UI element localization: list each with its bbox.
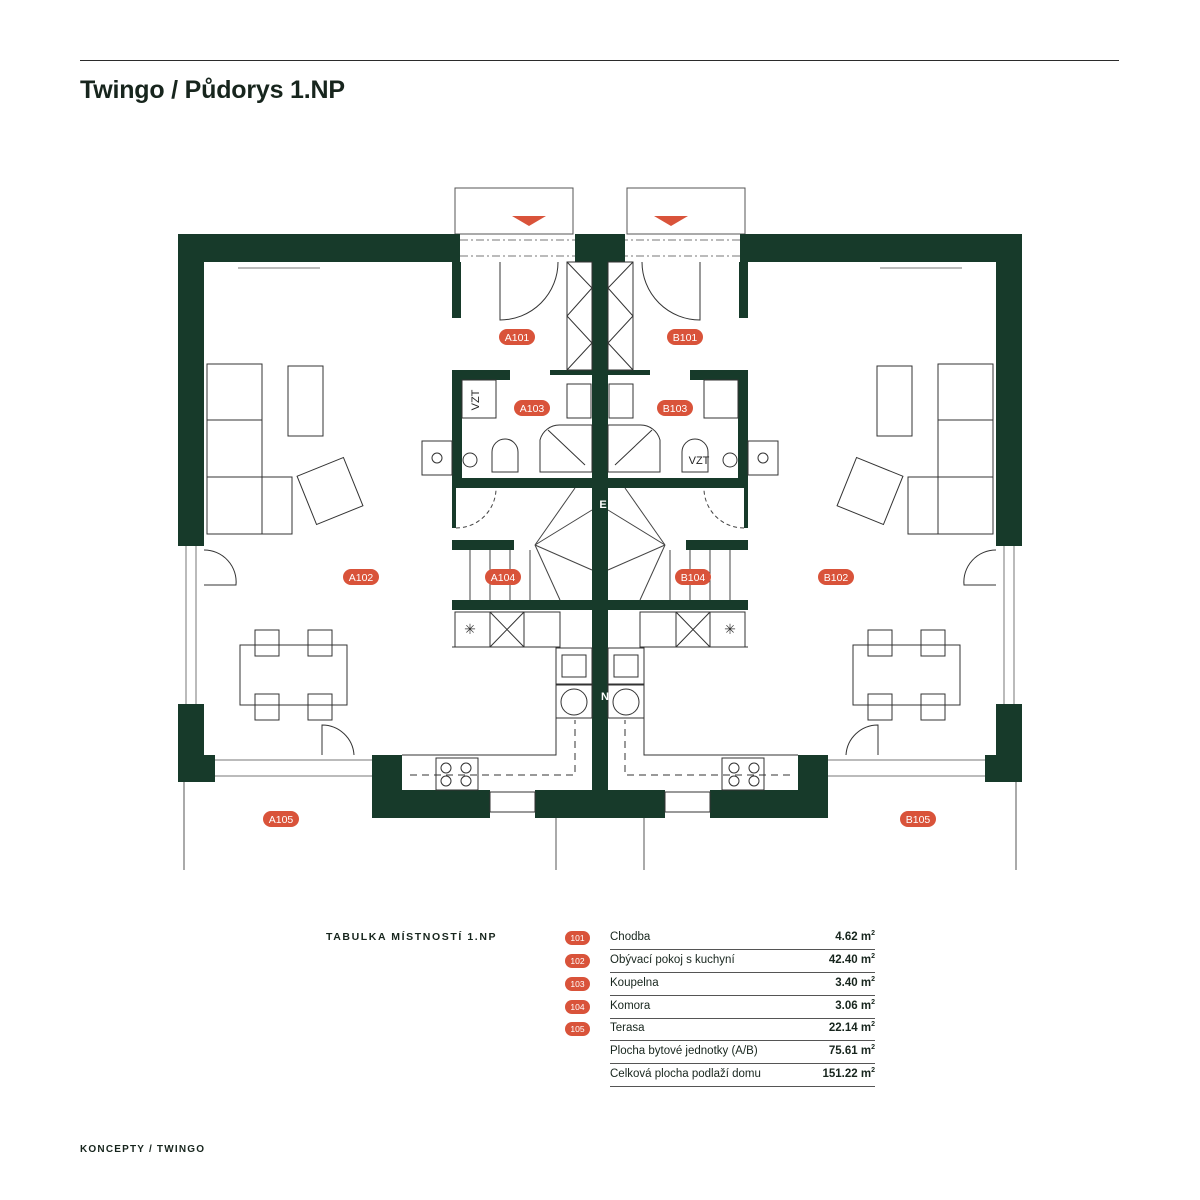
footer-breadcrumb: KONCEPTY / TWINGO	[80, 1144, 206, 1155]
room-name: Obývací pokoj s kuchyní	[610, 954, 735, 966]
room-badge-b101: B101	[667, 329, 703, 345]
room-name: Terasa	[610, 1022, 645, 1034]
room-area: 151.22 m2	[822, 1067, 875, 1080]
svg-text:B105: B105	[906, 814, 931, 826]
north-label: N	[601, 691, 609, 703]
table-row: 102 Obývací pokoj s kuchyní 42.40 m2	[565, 953, 875, 976]
room-code-badge: 101	[565, 931, 590, 945]
room-badge-a101: A101	[499, 329, 535, 345]
room-area: 75.61 m2	[828, 1044, 875, 1057]
unit-a-plan	[177, 187, 601, 871]
room-table-title: TABULKA MÍSTNOSTÍ 1.NP	[326, 931, 498, 943]
svg-text:B104: B104	[681, 572, 706, 584]
svg-text:B101: B101	[673, 332, 698, 344]
room-area: 22.14 m2	[828, 1021, 875, 1034]
room-badge-a105: A105	[263, 811, 299, 827]
room-name: Komora	[610, 1000, 651, 1012]
unit-b-plan	[599, 187, 1023, 871]
room-name: Chodba	[610, 931, 651, 943]
east-label: E	[599, 499, 606, 511]
room-code-badge: 105	[565, 1022, 590, 1036]
table-row-floor-total: Celková plocha podlaží domu 151.22 m2	[565, 1067, 875, 1090]
room-name: Plocha bytové jednotky (A/B)	[610, 1045, 758, 1057]
page-title: Twingo / Půdorys 1.NP	[80, 76, 345, 104]
room-badge-b103: B103	[657, 400, 693, 416]
room-badge-b104: B104	[675, 569, 711, 585]
svg-text:A104: A104	[491, 572, 516, 584]
svg-text:A105: A105	[269, 814, 294, 826]
room-badge-b102: B102	[818, 569, 854, 585]
room-code-badge: 103	[565, 977, 590, 991]
svg-text:A101: A101	[505, 332, 530, 344]
room-badge-a103: A103	[514, 400, 550, 416]
vzt-label-a: VZT	[470, 389, 482, 410]
room-area: 42.40 m2	[828, 953, 875, 966]
room-code-badge: 104	[565, 1000, 590, 1014]
room-name: Celková plocha podlaží domu	[610, 1068, 761, 1080]
table-row: 104 Komora 3.06 m2	[565, 999, 875, 1022]
svg-text:B102: B102	[824, 572, 849, 584]
top-rule	[80, 60, 1119, 61]
svg-text:B103: B103	[663, 403, 688, 415]
room-area: 3.06 m2	[835, 999, 875, 1012]
table-row-unit-total: Plocha bytové jednotky (A/B) 75.61 m2	[565, 1044, 875, 1067]
table-row: 103 Koupelna 3.40 m2	[565, 976, 875, 999]
room-badge-a104: A104	[485, 569, 521, 585]
room-code-badge: 102	[565, 954, 590, 968]
room-area: 4.62 m2	[835, 930, 875, 943]
room-name: Koupelna	[610, 977, 659, 989]
svg-text:A102: A102	[349, 572, 374, 584]
svg-text:A103: A103	[520, 403, 545, 415]
room-badge-a102: A102	[343, 569, 379, 585]
room-area: 3.40 m2	[835, 976, 875, 989]
table-row: 101 Chodba 4.62 m2	[565, 930, 875, 953]
table-row: 105 Terasa 22.14 m2	[565, 1021, 875, 1044]
vzt-label-b: VZT	[689, 455, 710, 467]
room-badge-b105: B105	[900, 811, 936, 827]
